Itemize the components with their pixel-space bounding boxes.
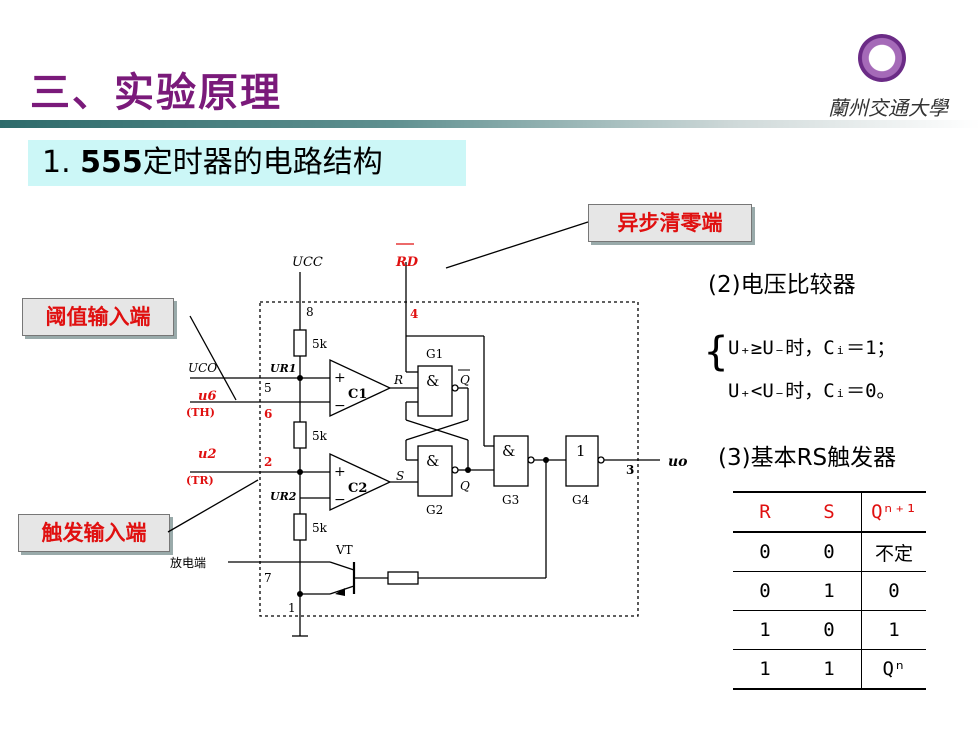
cell: 0 <box>797 610 862 650</box>
table-row: 1 1 Qⁿ <box>733 649 926 690</box>
label-th: (TH) <box>186 406 215 419</box>
cell: 1 <box>797 649 862 690</box>
g3-symbol: & <box>502 442 515 460</box>
label-q: Q <box>460 479 470 493</box>
label-uco: UCO <box>188 361 217 375</box>
label-g2: G2 <box>426 503 443 517</box>
cell: 0 <box>733 571 797 611</box>
cell: 1 <box>733 610 797 650</box>
resistor-r1 <box>293 329 307 357</box>
chip-boundary <box>259 301 639 617</box>
label-ur1: UR1 <box>270 362 296 375</box>
pin-1: 1 <box>288 601 296 615</box>
comparator-c1 <box>329 358 392 418</box>
cell: Qⁿ <box>861 649 926 690</box>
threshold-pointer <box>189 315 237 401</box>
section-model: 555 <box>80 145 143 180</box>
label-g3: G3 <box>502 493 519 507</box>
truth-table: R S Qⁿ⁺¹ 0 0 不定 0 1 0 1 0 1 1 1 Qⁿ <box>733 491 926 690</box>
callout-reset: 异步清零端 <box>588 204 752 242</box>
pin-8: 8 <box>306 305 314 319</box>
base-resistor <box>387 571 419 585</box>
comparator-line1: U₊≥U₋时，Cᵢ＝1； <box>728 337 896 359</box>
label-res3: 5k <box>312 521 328 535</box>
header-s: S <box>797 491 862 533</box>
pin-2: 2 <box>264 455 272 469</box>
table-row: 0 0 不定 <box>733 532 926 572</box>
section-number: 1. <box>42 145 71 180</box>
brace-icon: { <box>704 329 729 375</box>
label-g1: G1 <box>426 347 443 361</box>
university-name: 蘭州交通大學 <box>828 96 948 120</box>
pin-7: 7 <box>264 571 272 585</box>
comparator-title: (2)电压比较器 <box>708 272 856 298</box>
c1-minus: − <box>334 398 346 414</box>
section-title: 定时器的电路结构 <box>142 145 383 180</box>
section-heading: 1. 555定时器的电路结构 <box>28 140 466 186</box>
label-c1: C1 <box>348 387 367 402</box>
label-res1: 5k <box>312 337 328 351</box>
cell: 1 <box>861 610 926 650</box>
header-q: Qⁿ⁺¹ <box>861 491 926 533</box>
label-ur2: UR2 <box>270 490 297 503</box>
university-logo-icon <box>858 34 906 82</box>
pin-4: 4 <box>410 307 418 321</box>
g1-symbol: & <box>426 372 439 390</box>
resistor-r2 <box>293 421 307 449</box>
cell: 0 <box>733 532 797 572</box>
label-res2: 5k <box>312 429 328 443</box>
flipflop-title: (3)基本RS触发器 <box>718 445 897 471</box>
table-row: 1 0 1 <box>733 610 926 650</box>
emitter-arrow-icon <box>335 588 345 596</box>
label-qbar: Q <box>460 373 470 387</box>
label-out: uo <box>668 454 688 470</box>
g2-symbol: & <box>426 452 439 470</box>
cell: 不定 <box>861 532 926 572</box>
cell: 0 <box>797 532 862 572</box>
cell: 1 <box>797 571 862 611</box>
title-divider <box>0 120 980 128</box>
cell: 1 <box>733 649 797 690</box>
label-u2: u2 <box>198 447 217 462</box>
label-tr: (TR) <box>186 474 214 487</box>
label-vt: VT <box>335 543 353 557</box>
label-g4: G4 <box>572 493 590 507</box>
label-s: S <box>396 469 404 483</box>
cell: 0 <box>861 571 926 611</box>
gate-g1 <box>417 365 453 417</box>
label-rd: RD <box>395 255 419 270</box>
label-discharge: 放电端 <box>170 555 206 570</box>
pin-5: 5 <box>264 381 272 395</box>
label-c2: C2 <box>348 481 367 496</box>
page-title: 三、实验原理 <box>30 70 282 116</box>
truth-table-header: R S Qⁿ⁺¹ <box>733 491 926 533</box>
comparator-line2: U₊<U₋时，Cᵢ＝0。 <box>728 380 896 402</box>
c2-plus: + <box>334 464 346 480</box>
label-u6: u6 <box>198 389 217 404</box>
pin-3: 3 <box>626 463 634 477</box>
label-ucc: UCC <box>292 255 323 270</box>
reset-pointer <box>445 221 589 269</box>
pin-6: 6 <box>264 407 272 421</box>
label-r: R <box>393 373 403 387</box>
table-row: 0 1 0 <box>733 571 926 611</box>
g4-symbol: 1 <box>576 442 586 460</box>
c1-plus: + <box>334 370 346 386</box>
header-r: R <box>733 491 797 533</box>
callout-trigger: 触发输入端 <box>18 514 170 552</box>
trigger-pointer <box>167 479 259 533</box>
resistor-r3 <box>293 513 307 541</box>
comparator-c2 <box>329 452 392 512</box>
callout-threshold: 阈值输入端 <box>22 298 174 336</box>
c2-minus: − <box>334 492 346 508</box>
